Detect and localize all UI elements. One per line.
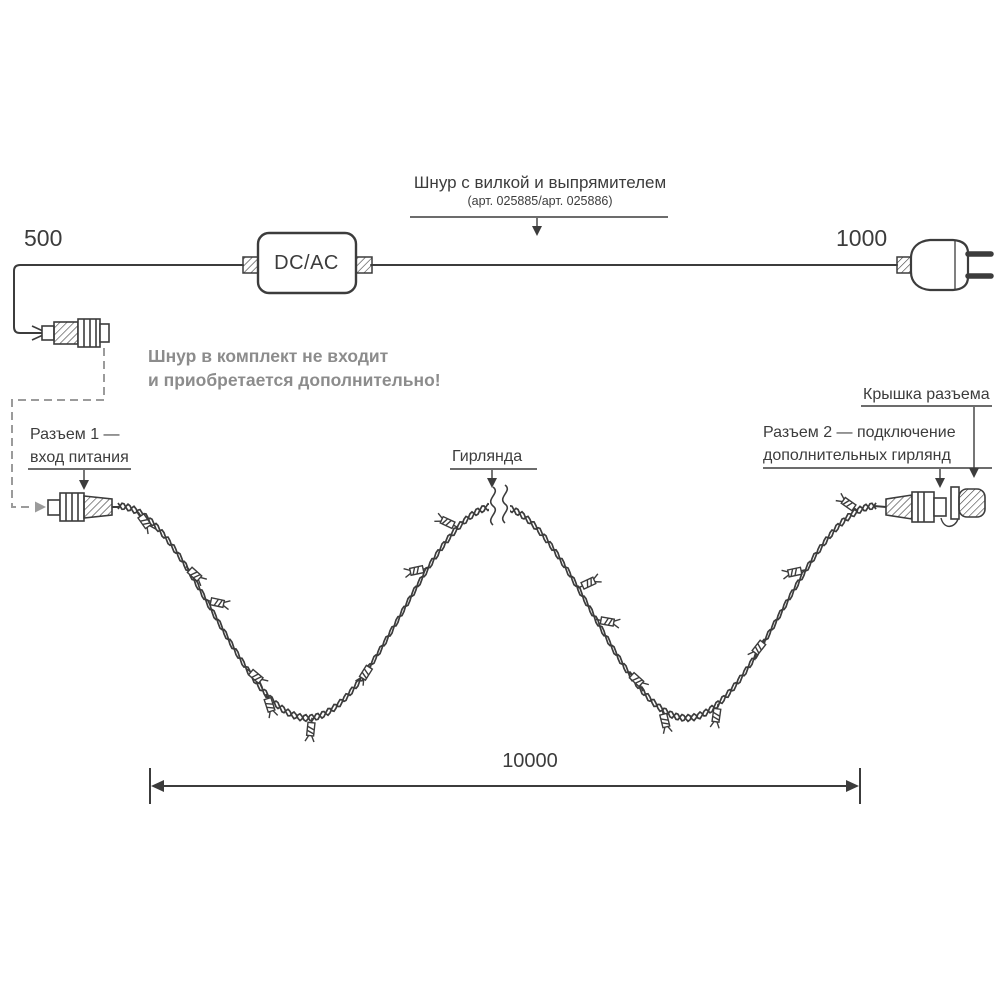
connector1-label-line1: Разъем 1 — — [30, 426, 120, 443]
callout-arrowheads — [79, 226, 979, 490]
lamp — [355, 662, 374, 686]
lamp — [709, 703, 722, 729]
lamp — [263, 693, 279, 719]
lamp — [137, 511, 156, 535]
garland-label: Гирлянда — [452, 448, 523, 465]
note-line-1: Шнур в комплект не входит — [148, 346, 389, 366]
box-left-nub — [242, 256, 259, 274]
lamp — [304, 717, 316, 743]
callout-lines — [28, 216, 992, 481]
dimension-500-label: 500 — [24, 225, 63, 251]
note-line-2: и приобретается дополнительно! — [148, 370, 441, 390]
box-right-nub — [355, 256, 373, 274]
lamp — [246, 668, 269, 689]
cord-connector — [31, 318, 110, 348]
connector-cap — [950, 486, 986, 520]
cord-article-numbers: (арт. 025885/арт. 025886) — [467, 194, 613, 208]
cap-label: Крышка разъема — [863, 386, 990, 403]
lamp — [185, 565, 208, 587]
dcac-box — [256, 231, 358, 295]
cord-label: Шнур с вилкой и выпрямителем — [413, 173, 667, 192]
break-mark — [489, 484, 510, 526]
dashed-route — [11, 348, 105, 508]
connector1-label-line2: вход питания — [30, 449, 129, 466]
dimension-10000-label: 10000 — [502, 750, 558, 772]
lamp — [577, 573, 602, 590]
dcac-box-label: DC/AC — [274, 252, 339, 274]
lamp — [835, 492, 859, 512]
dimension-line — [149, 768, 861, 804]
power-plug — [896, 238, 994, 292]
lamp — [205, 596, 231, 611]
lamp — [627, 671, 650, 692]
connector2-label-line2: дополнительных гирлянд — [763, 447, 951, 464]
garland-output-connector — [873, 491, 959, 528]
dimension-1000-label: 1000 — [836, 225, 888, 251]
connector2-label-line1: Разъем 2 — подключение — [763, 424, 956, 441]
dcac-converter — [242, 231, 373, 295]
lamp — [434, 512, 459, 530]
dimension-arrowheads — [151, 780, 859, 792]
lamp — [781, 566, 807, 580]
power-cord — [13, 264, 898, 334]
lamp — [747, 638, 767, 661]
lamp — [658, 709, 673, 734]
garland-lamps — [137, 492, 859, 743]
lamp — [403, 564, 429, 579]
garland-input-connector — [47, 492, 119, 522]
dashed-route-arrowhead — [35, 501, 46, 513]
lamp — [595, 616, 621, 629]
garland-wire — [117, 501, 877, 723]
